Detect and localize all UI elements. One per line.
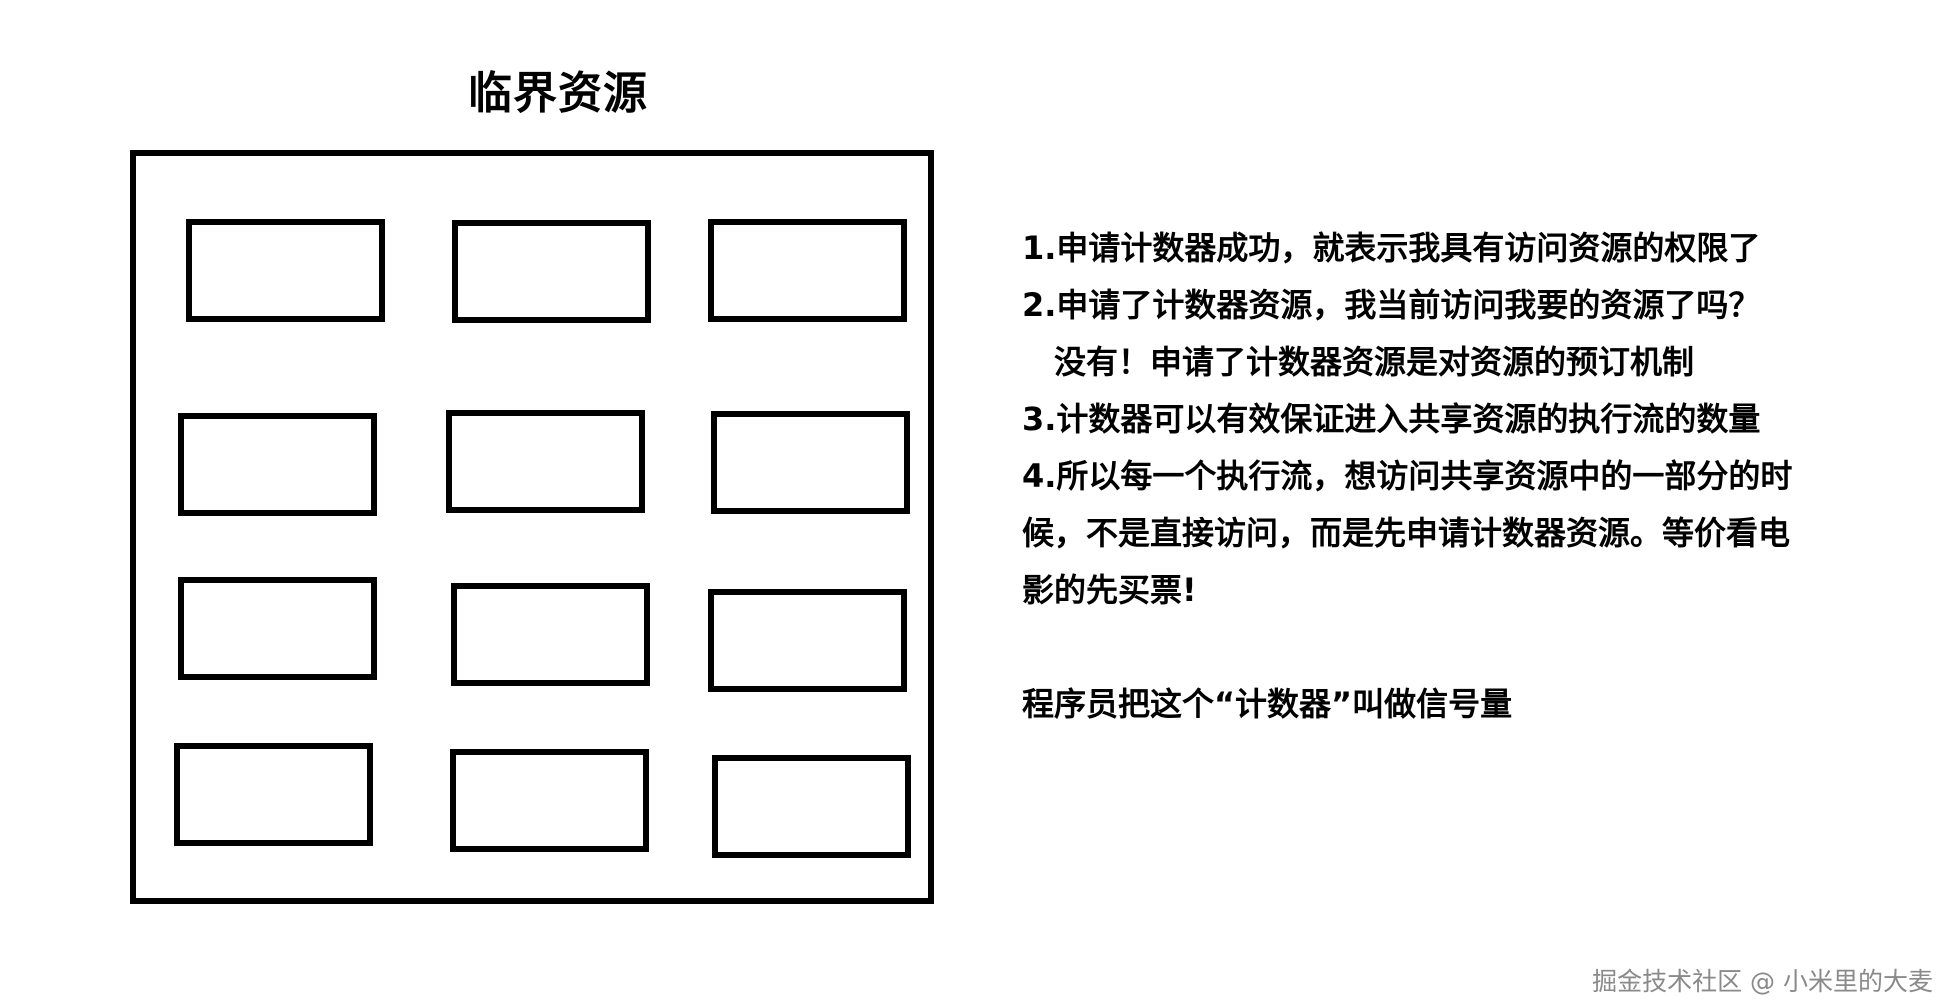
notes-text: 1.申请计数器成功，就表示我具有访问资源的权限了 2.申请了计数器资源，我当前访… bbox=[1022, 220, 1922, 733]
resource-cell bbox=[446, 410, 645, 513]
diagram-title: 临界资源 bbox=[468, 68, 648, 119]
resource-cell bbox=[186, 219, 385, 322]
note-line: 4.所以每一个执行流，想访问共享资源中的一部分的时 bbox=[1022, 457, 1793, 495]
resource-cell bbox=[712, 755, 911, 858]
resource-cell bbox=[174, 743, 373, 846]
watermark: 掘金技术社区 @ 小米里的大麦 bbox=[1592, 967, 1933, 996]
conclusion-line: 程序员把这个“计数器”叫做信号量 bbox=[1022, 685, 1513, 723]
resource-cell bbox=[711, 411, 910, 514]
resource-cell bbox=[452, 220, 651, 323]
resource-cell bbox=[178, 577, 377, 680]
note-line: 3.计数器可以有效保证进入共享资源的执行流的数量 bbox=[1022, 400, 1761, 438]
note-line: 1.申请计数器成功，就表示我具有访问资源的权限了 bbox=[1022, 229, 1761, 267]
resource-cell bbox=[451, 583, 650, 686]
critical-resource-box bbox=[130, 150, 934, 904]
resource-cell bbox=[178, 413, 377, 516]
note-line: 候，不是直接访问，而是先申请计数器资源。等价看电 bbox=[1022, 514, 1791, 552]
note-line: 2.申请了计数器资源，我当前访问我要的资源了吗？ bbox=[1022, 286, 1761, 324]
note-line: 没有！申请了计数器资源是对资源的预订机制 bbox=[1054, 343, 1695, 381]
note-line: 影的先买票! bbox=[1022, 571, 1197, 609]
resource-cell bbox=[708, 589, 907, 692]
spacer bbox=[1022, 619, 1922, 676]
resource-cell bbox=[450, 749, 649, 852]
resource-cell bbox=[708, 219, 907, 322]
